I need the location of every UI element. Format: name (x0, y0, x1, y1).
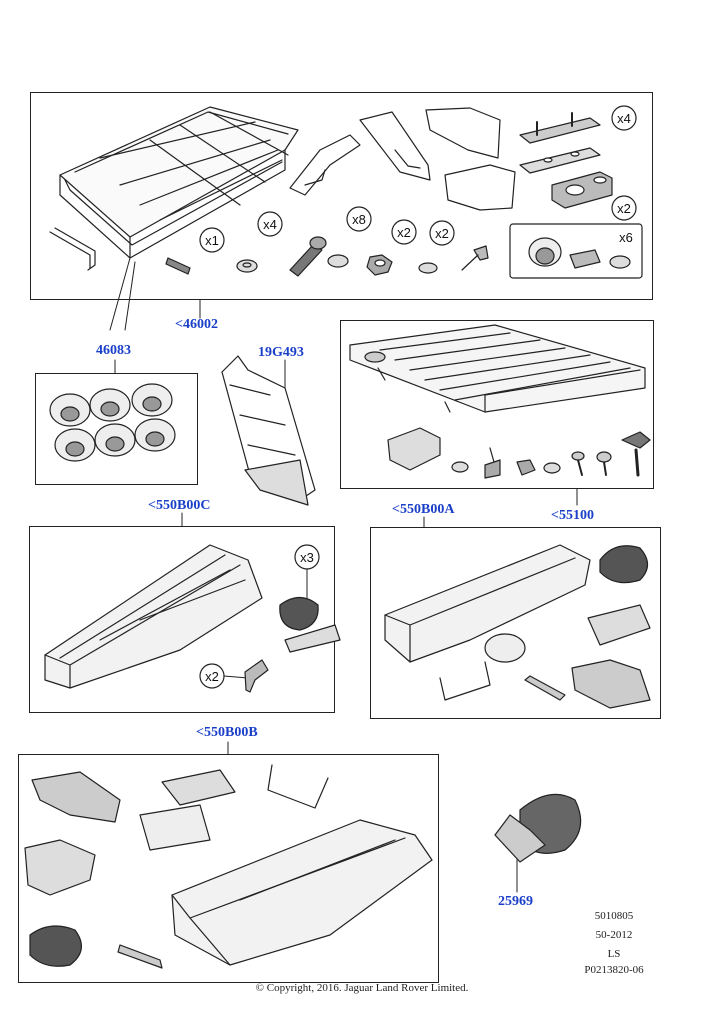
alloy-rack-part (349, 324, 646, 413)
allen-key-part (49, 227, 96, 271)
suction-cup-set (49, 383, 176, 462)
strap-roll-part-a (599, 545, 649, 584)
bolt-part (289, 244, 323, 277)
reference-line-4: P0213820-06 (584, 964, 644, 976)
callout-25969[interactable]: 25969 (498, 894, 533, 909)
qty-x6: x6 (619, 230, 633, 245)
mounting-bracket-part (289, 134, 361, 196)
copyright-notice: © Copyright, 2016. Jaguar Land Rover Lim… (255, 982, 469, 994)
frame-roof-box-b (18, 754, 439, 983)
clamp-part-a (571, 659, 651, 709)
deflector-part-2 (444, 164, 516, 211)
callout-19G493[interactable]: 19G493 (258, 345, 304, 360)
strap-roll-part-b (29, 925, 82, 967)
clamp-part-b (31, 771, 121, 823)
reference-line-3: LS (607, 948, 621, 960)
callout-550B00B[interactable]: <550B00B (196, 725, 258, 740)
ladder-part (221, 355, 316, 506)
reference-line-2: 50-2012 (595, 929, 633, 941)
qty-x2-a: x2 (397, 225, 411, 240)
qty-x3: x3 (300, 550, 314, 565)
roof-box-c-part (44, 544, 263, 689)
frame-roof-box-a (370, 527, 661, 719)
mounting-bracket-part-2 (359, 111, 431, 181)
qty-x4-plate: x4 (617, 111, 631, 126)
screw-part (461, 245, 489, 271)
qty-x4-bolt: x4 (263, 217, 277, 232)
deflector-part-1 (425, 107, 501, 159)
reference-line-1: 5010805 (594, 910, 634, 922)
alloy-bracket-part (387, 427, 441, 471)
callout-46002[interactable]: <46002 (175, 317, 218, 332)
qty-x2-clamp: x2 (617, 201, 631, 216)
key-part (244, 659, 269, 693)
roof-box-a-part (384, 544, 591, 663)
frame-roof-rack-kit (30, 92, 653, 300)
callout-55100[interactable]: <55100 (551, 508, 594, 523)
callout-550B00C[interactable]: <550B00C (148, 498, 211, 513)
plate-part-1 (519, 117, 601, 144)
threaded-screw-part (165, 257, 191, 275)
qty-x2-key: x2 (205, 669, 219, 684)
frame-suction-cups (35, 373, 198, 485)
roof-rack-frame-part (59, 106, 299, 259)
callout-46083[interactable]: 46083 (96, 343, 131, 358)
callout-550B00A[interactable]: <550B00A (392, 502, 455, 517)
roof-box-b-part (171, 819, 433, 966)
qty-x1: x1 (205, 233, 219, 248)
qty-x8: x8 (352, 212, 366, 227)
ratchet-strap-part (494, 793, 582, 863)
plate-part-2 (519, 147, 601, 174)
strap-roll-part (279, 596, 319, 631)
frame-alloy-rack (340, 320, 654, 489)
qty-x2-b: x2 (435, 226, 449, 241)
bracket-part-b (24, 839, 96, 896)
